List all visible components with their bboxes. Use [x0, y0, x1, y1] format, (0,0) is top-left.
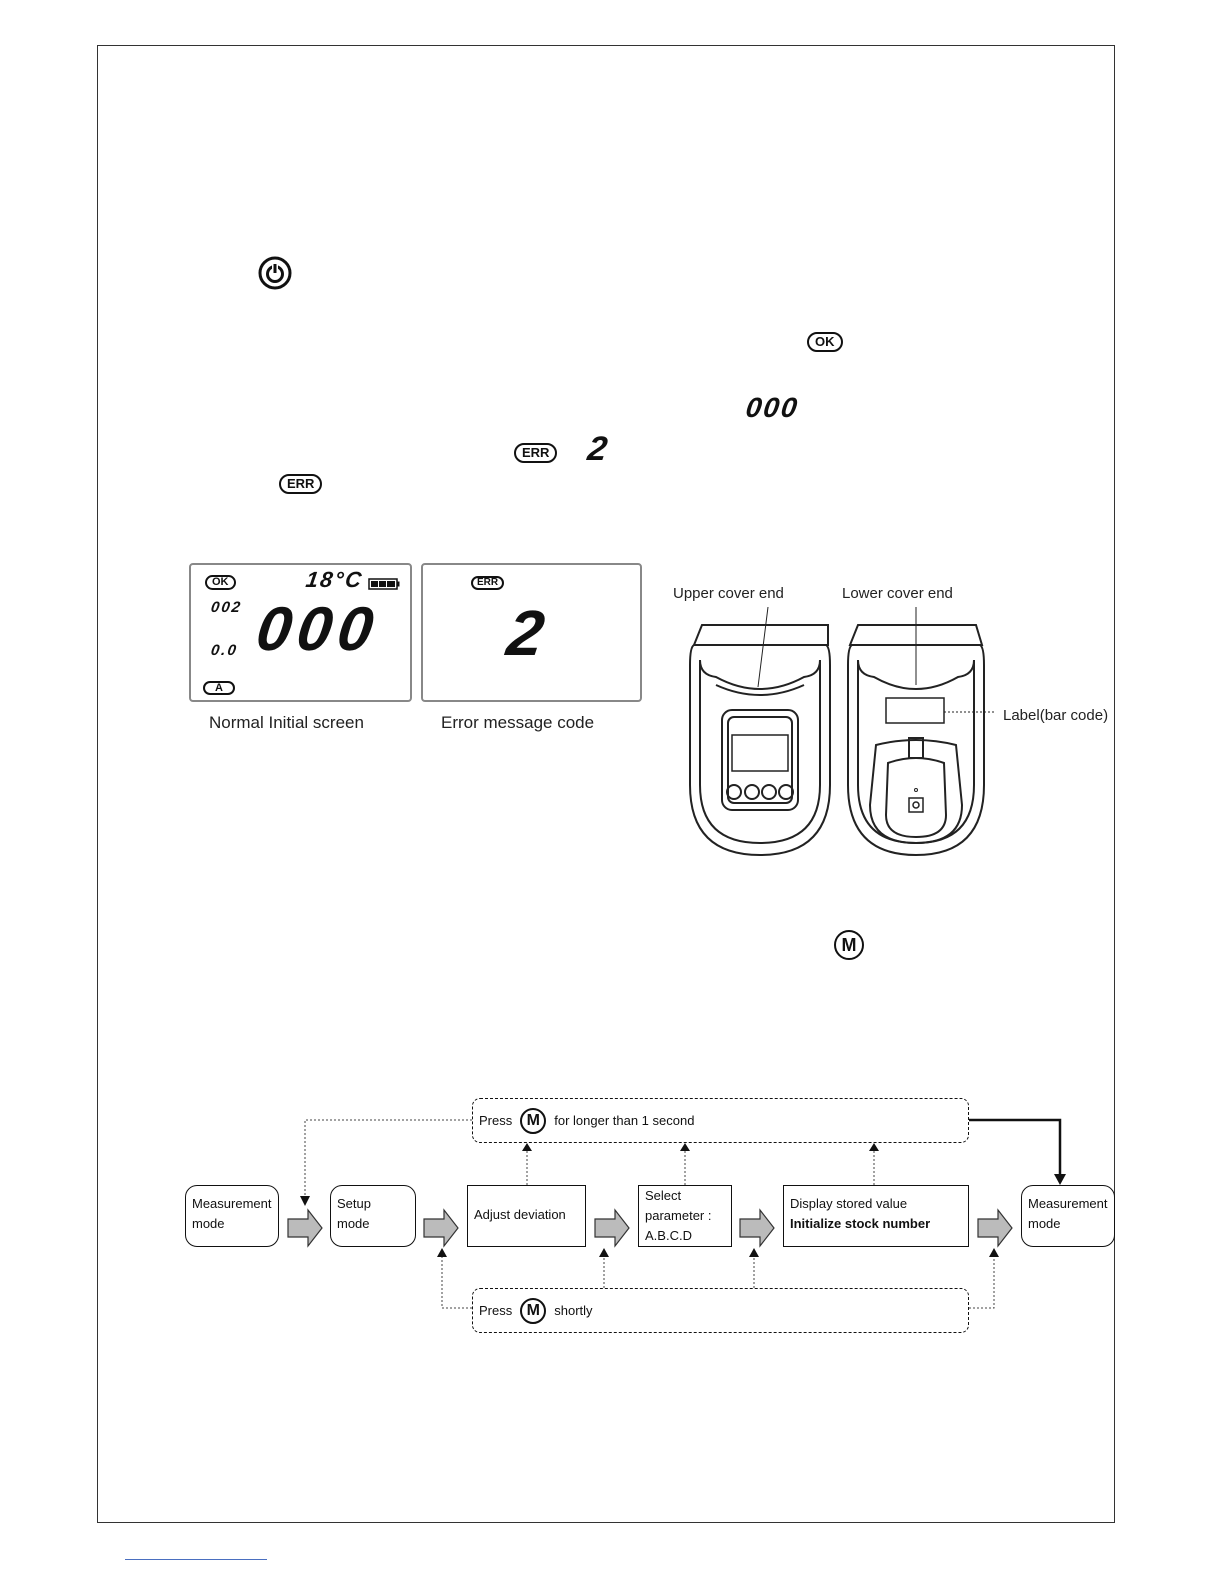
- error-screen-caption: Error message code: [441, 713, 595, 732]
- step-line: Measurement: [192, 1196, 272, 1211]
- m-button-icon: M: [834, 930, 864, 960]
- press-short-suffix: shortly: [554, 1303, 593, 1318]
- flow-step-measurement-mode-end: Measurement mode: [1021, 1185, 1115, 1247]
- footer-rule: [125, 1559, 267, 1560]
- err-badge-icon: ERR: [514, 443, 558, 463]
- upper-cover-label: Upper cover end: [673, 585, 784, 602]
- lower-cover-label: Lower cover end: [842, 585, 953, 602]
- m-button-icon: M: [520, 1107, 547, 1134]
- barcode-label-text: Label(bar code): [1003, 707, 1109, 724]
- step-line-bold: Initialize stock number: [790, 1216, 931, 1231]
- normal-initial-screen: OK 18°C 002 0.0 000 A: [189, 563, 412, 702]
- device-drawing: [689, 606, 995, 857]
- parameter-badge: A: [203, 681, 235, 695]
- step-line: Select: [645, 1188, 682, 1203]
- press-short-prefix: Press: [479, 1303, 513, 1318]
- ok-badge-icon: OK: [205, 575, 236, 590]
- step-line: parameter :: [645, 1208, 712, 1223]
- normal-screen-caption: Normal Initial screen: [209, 713, 364, 732]
- press-long-prefix: Press: [479, 1113, 513, 1128]
- press-short-box: Press M shortly: [472, 1288, 969, 1333]
- step-line: mode: [192, 1216, 225, 1231]
- flow-step-adjust-deviation: Adjust deviation: [467, 1185, 586, 1247]
- page-frame: [97, 45, 1115, 1523]
- error-message-screen: ERR 2: [421, 563, 642, 702]
- flow-step-display-stored-value: Display stored value Initialize stock nu…: [783, 1185, 969, 1247]
- err-badge-icon: ERR: [279, 474, 323, 494]
- block-arrows: [287, 1208, 1013, 1248]
- step-line: Display stored value: [790, 1196, 908, 1211]
- press-long-suffix: for longer than 1 second: [554, 1113, 695, 1128]
- flow-step-select-parameter: Select parameter : A.B.C.D: [638, 1185, 732, 1247]
- ok-badge-icon: OK: [807, 332, 843, 352]
- err-badge-icon: ERR: [471, 576, 505, 590]
- press-long-box: Press M for longer than 1 second: [472, 1098, 969, 1143]
- step-line: Setup: [337, 1196, 371, 1211]
- power-icon: [258, 256, 292, 295]
- m-button-icon: M: [520, 1297, 547, 1324]
- step-line: Measurement: [1028, 1196, 1108, 1211]
- flow-step-setup-mode: Setup mode: [330, 1185, 416, 1247]
- step-line: mode: [337, 1216, 370, 1231]
- step-line: mode: [1028, 1216, 1061, 1231]
- step-line: A.B.C.D: [645, 1228, 692, 1243]
- battery-icon: [368, 577, 400, 595]
- step-line: Adjust deviation: [474, 1207, 566, 1222]
- flow-step-measurement-mode-start: Measurement mode: [185, 1185, 279, 1247]
